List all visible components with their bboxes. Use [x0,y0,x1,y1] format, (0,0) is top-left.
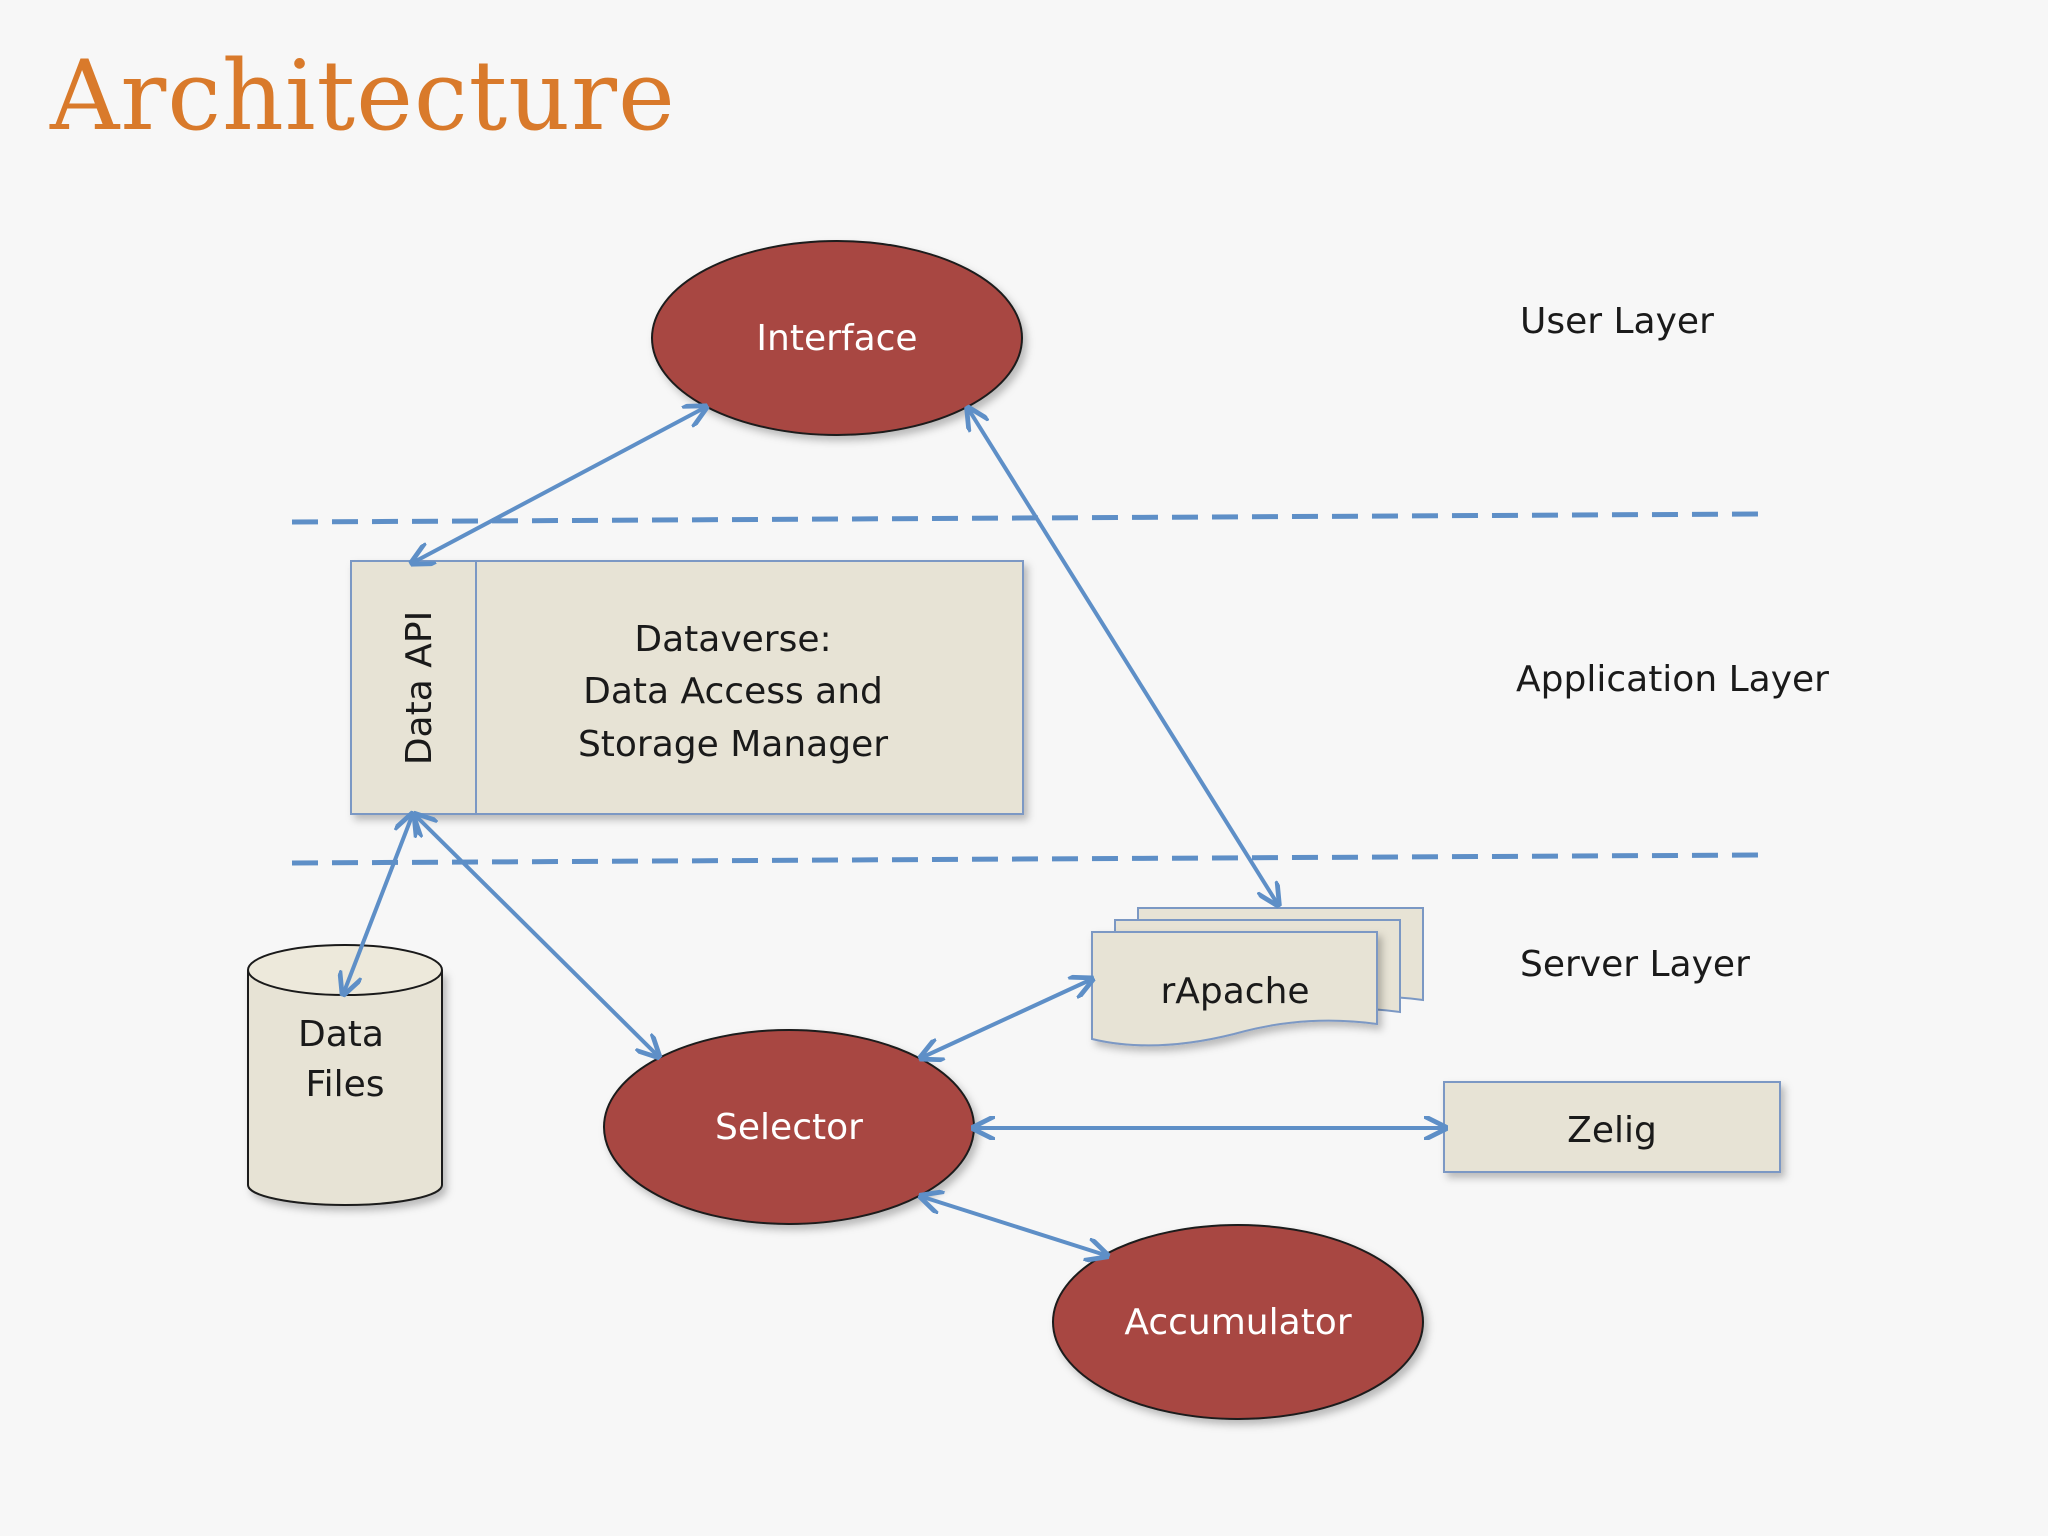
layer-label-application: Application Layer [1516,659,1829,700]
page-title: Architecture [50,40,676,152]
accumulator-label: Accumulator [1124,1302,1351,1343]
arrow-interface-dataapi [414,408,704,562]
rapache-node: rApache [1091,907,1424,1047]
layer-divider-bottom [291,852,1761,866]
layer-divider-top [291,511,1761,525]
data-api-box: Data API [350,560,477,815]
selector-label: Selector [715,1107,863,1148]
dataverse-label-line2: Data Access and [583,671,883,712]
arrow-selector-accumulator [923,1197,1105,1255]
interface-label: Interface [756,318,917,359]
zelig-label: Zelig [1567,1110,1657,1151]
accumulator-node: Accumulator [1052,1224,1424,1420]
arrow-dataapi-selector [416,816,657,1055]
data-files-label-line1: Data [298,1014,384,1055]
data-api-label: Data API [399,611,440,765]
data-files-label-line2: Files [306,1064,385,1105]
layer-label-user: User Layer [1520,301,1714,342]
arrow-interface-rapache [969,410,1277,903]
arrow-dataapi-datafiles [344,816,412,992]
selector-node: Selector [603,1029,975,1225]
layer-label-server: Server Layer [1520,944,1750,985]
dataverse-label-line3: Storage Manager [578,724,888,765]
rapache-label: rApache [1160,971,1309,1012]
zelig-box: Zelig [1443,1081,1781,1173]
arrow-selector-rapache [923,980,1090,1057]
interface-node: Interface [651,240,1023,436]
dataverse-label-line1: Dataverse: [634,619,831,660]
